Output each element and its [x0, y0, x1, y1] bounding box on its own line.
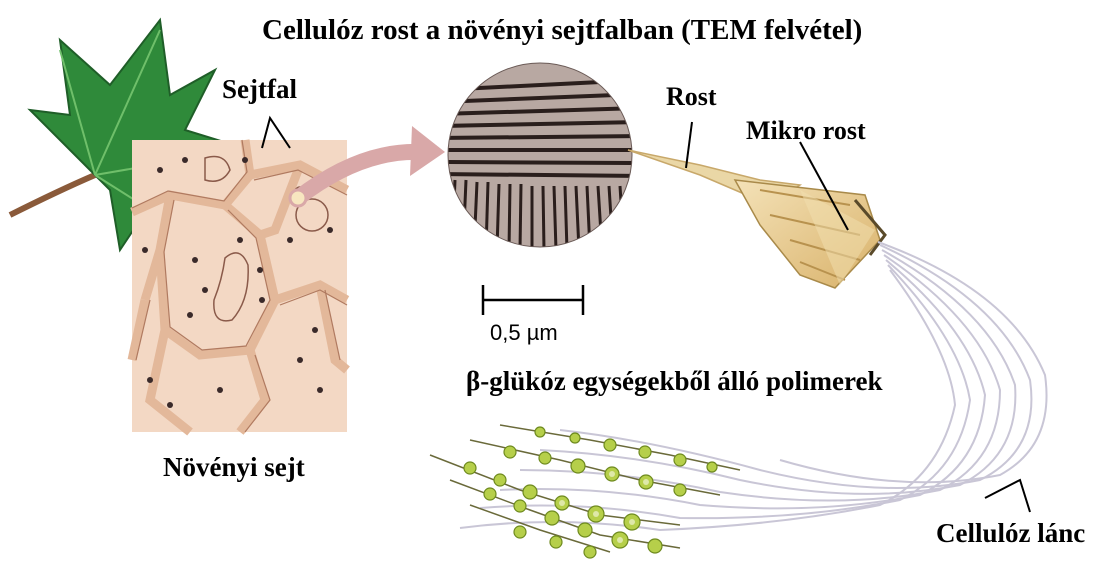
diagram-title: Cellulóz rost a növényi sejtfalban (TEM … — [262, 16, 862, 45]
scale-bar — [483, 285, 583, 315]
fiber-bundle — [628, 150, 885, 288]
label-polymers: β-glükóz egységekből álló polimerek — [466, 368, 882, 395]
fiber-pointer — [686, 122, 692, 168]
label-cell-wall: Sejtfal — [222, 76, 297, 103]
label-plant-cell: Növényi sejt — [163, 454, 305, 481]
label-microfiber: Mikro rost — [746, 118, 866, 144]
label-scale-bar: 0,5 µm — [490, 322, 558, 344]
tem-micrograph — [440, 63, 640, 250]
label-cellulose-chain: Cellulóz lánc — [936, 520, 1085, 547]
label-fiber: Rost — [666, 84, 717, 110]
cellulose-chain-pointer — [985, 480, 1030, 512]
glucose-polymer-strands — [430, 425, 740, 558]
